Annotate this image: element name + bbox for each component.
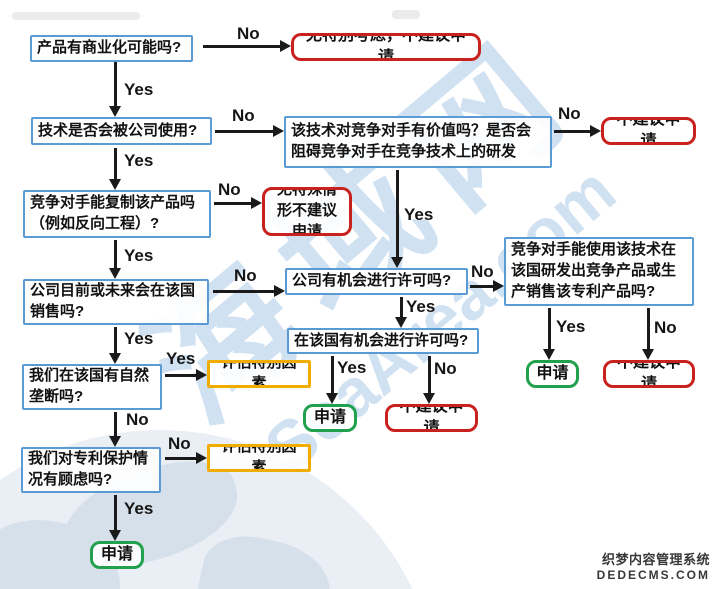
label-license-country-no: No xyxy=(434,359,457,378)
arrow-license-yes xyxy=(395,297,407,328)
flow-node-no-special-reject: 无特别考虑，不建议申请 xyxy=(291,33,481,61)
node-text: 不建议申请 xyxy=(616,360,681,388)
arrow-commercial-yes xyxy=(109,62,121,117)
arrow-value-yes xyxy=(391,170,403,268)
label-concern-yes: Yes xyxy=(124,499,154,518)
node-text: 我们对专利保护情况有顾虑吗? xyxy=(28,450,149,488)
flow-node-natural-monopoly-question: 我们在该国有自然垄断吗? xyxy=(22,364,162,410)
arrow-concern-no xyxy=(165,452,207,464)
arrow-monopoly-no xyxy=(109,412,121,447)
label-monopoly-no: No xyxy=(126,410,149,429)
flow-node-reject-right: 不建议申请 xyxy=(603,360,695,388)
node-text: 无特别考虑，不建议申请 xyxy=(305,33,466,61)
label-commercial-yes: Yes xyxy=(124,80,154,99)
node-text: 技术是否会被公司使用? xyxy=(38,121,198,139)
label-develop-yes: Yes xyxy=(556,317,586,336)
label-copy-no: No xyxy=(218,180,241,199)
label-company-use-no: No xyxy=(232,106,255,125)
flow-node-no-case-reject: 无特殊情形不建议申请 xyxy=(262,187,352,236)
flow-node-competitor-copy-question: 竞争对手能复制该产品吗（例如反向工程）? xyxy=(23,190,211,238)
arrow-company-use-no xyxy=(215,125,284,137)
flow-node-commercial-question: 产品有商业化可能吗? xyxy=(30,35,193,62)
arrow-concern-yes xyxy=(109,495,121,541)
flow-node-company-use-question: 技术是否会被公司使用? xyxy=(31,117,212,145)
node-text: 竞争对手能复制该产品吗（例如反向工程）? xyxy=(30,194,196,232)
arrow-copy-yes xyxy=(109,240,121,279)
cms-watermark-url: DEDECMS.COM xyxy=(596,568,710,582)
node-text: 公司目前或未来会在该国销售吗? xyxy=(30,282,196,320)
label-license-yes: Yes xyxy=(406,297,436,316)
arrow-company-use-yes xyxy=(109,148,121,190)
label-license-no: No xyxy=(471,262,494,281)
node-text: 无特殊情形不建议申请 xyxy=(276,187,337,236)
flow-node-reject-top: 不建议申请 xyxy=(601,117,696,145)
label-company-use-yes: Yes xyxy=(124,151,154,170)
label-sell-yes: Yes xyxy=(124,329,154,348)
label-monopoly-yes: Yes xyxy=(166,349,196,368)
label-value-no: No xyxy=(558,104,581,123)
scan-artifact xyxy=(392,10,420,19)
node-text: 不建议申请 xyxy=(399,404,464,432)
arrow-copy-no xyxy=(214,197,262,209)
flow-node-value-to-competitor-question: 该技术对竞争对手有价值吗？是否会阻碍竞争对手在竞争技术上的研发 xyxy=(284,116,552,168)
flow-node-reject-mid: 不建议申请 xyxy=(385,404,478,432)
label-commercial-no: No xyxy=(237,24,260,43)
label-sell-no: No xyxy=(234,266,257,285)
arrow-develop-yes xyxy=(543,308,555,360)
node-text: 申请 xyxy=(100,545,133,563)
node-text: 不建议申请 xyxy=(616,117,681,145)
flow-node-license-in-country-question: 在该国有机会进行许可吗? xyxy=(287,328,479,354)
arrow-license-country-no xyxy=(423,356,435,404)
node-text: 在该国有机会进行许可吗? xyxy=(294,331,469,349)
flow-node-apply-bottom: 申请 xyxy=(90,541,144,569)
node-text: 公司有机会进行许可吗? xyxy=(292,272,452,290)
label-license-country-yes: Yes xyxy=(337,358,367,377)
label-copy-yes: Yes xyxy=(124,246,154,265)
arrow-value-no xyxy=(554,125,601,137)
node-text: 我们在该国有自然垄断吗? xyxy=(29,367,150,405)
arrow-sell-no xyxy=(213,285,285,297)
node-text: 申请 xyxy=(536,364,569,382)
cms-watermark-cn: 织梦内容管理系统 xyxy=(601,552,710,567)
flow-node-patent-concern-question: 我们对专利保护情况有顾虑吗? xyxy=(21,447,161,493)
flow-node-competitor-develop-question: 竞争对手能使用该技术在该国研发出竞争产品或生产销售该专利产品吗? xyxy=(504,237,694,306)
node-text: 申请 xyxy=(313,408,346,426)
node-text: 产品有商业化可能吗? xyxy=(37,39,182,57)
label-develop-no: No xyxy=(654,318,677,337)
arrow-commercial-no xyxy=(203,40,291,52)
label-value-yes: Yes xyxy=(404,205,434,224)
arrow-monopoly-yes xyxy=(165,369,207,381)
node-text: 评估特别因素 xyxy=(221,444,297,472)
arrow-license-country-yes xyxy=(326,356,338,404)
flow-node-evaluate-factors-2: 评估特别因素 xyxy=(207,444,311,472)
flow-node-evaluate-factors-1: 评估特别因素 xyxy=(207,360,311,388)
flow-node-apply-mid: 申请 xyxy=(303,404,357,432)
arrow-develop-no xyxy=(642,308,654,360)
flow-node-apply-right: 申请 xyxy=(526,360,579,388)
cms-watermark: 织梦内容管理系统 DEDECMS.COM xyxy=(597,549,710,582)
node-text: 评估特别因素 xyxy=(221,360,297,388)
label-concern-no: No xyxy=(168,434,191,453)
arrow-sell-yes xyxy=(109,327,121,364)
node-text: 竞争对手能使用该技术在该国研发出竞争产品或生产销售该专利产品吗? xyxy=(511,241,677,300)
flow-node-sell-in-country-question: 公司目前或未来会在该国销售吗? xyxy=(23,279,209,325)
scan-artifact xyxy=(12,12,140,20)
flow-node-license-chance-question: 公司有机会进行许可吗? xyxy=(285,268,468,295)
arrow-license-no xyxy=(470,280,504,292)
node-text: 该技术对竞争对手有价值吗？是否会阻碍竞争对手在竞争技术上的研发 xyxy=(291,122,532,160)
